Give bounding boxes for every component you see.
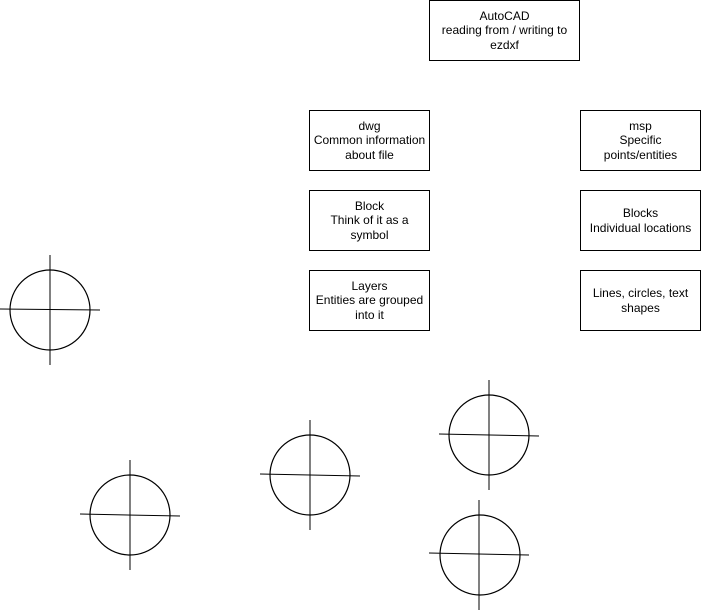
block-box-line-2: Think of it as a [330,213,409,228]
dwg-box-line-2: Common information [313,133,426,148]
msp-box-title: msp [629,118,652,133]
blocks-box[interactable]: Blocks Individual locations [580,190,701,251]
msp-box-line-3: points/entities [603,147,678,162]
circle-crosshair-icon[interactable] [259,420,361,530]
circle-crosshair-icon[interactable] [438,380,540,490]
block-box[interactable]: Block Think of it as a symbol [309,190,430,251]
block-box-title: Block [354,198,385,213]
autocad-box-line-2: reading from / writing to [441,23,568,38]
layers-box-line-2: Entities are grouped [315,293,424,308]
msp-box-line-2: Specific [619,133,662,148]
lines-circles-text-box-line-1: Lines, circles, text [592,286,689,300]
layers-box-title: Layers [351,278,388,293]
autocad-box-line-3: ezdxf [490,37,519,52]
lines-circles-text-box[interactable]: Lines, circles, text shapes [580,270,701,331]
circle-crosshair-icon[interactable] [428,500,530,610]
dwg-box-line-3: about file [345,147,394,162]
circle-crosshair-icon[interactable] [0,255,101,365]
autocad-box[interactable]: AutoCAD reading from / writing to ezdxf [429,0,580,61]
layers-box[interactable]: Layers Entities are grouped into it [309,270,430,331]
block-box-line-3: symbol [350,227,389,242]
lines-circles-text-box-line-2: shapes [621,300,660,315]
layers-box-line-3: into it [355,307,384,322]
blocks-box-title: Blocks [622,206,659,220]
blocks-box-line-2: Individual locations [589,220,692,235]
autocad-box-title: AutoCAD [479,8,530,23]
circle-crosshair-icon[interactable] [79,460,181,570]
msp-box[interactable]: msp Specific points/entities [580,110,701,171]
dwg-box-title: dwg [358,118,381,133]
dwg-box[interactable]: dwg Common information about file [309,110,430,171]
